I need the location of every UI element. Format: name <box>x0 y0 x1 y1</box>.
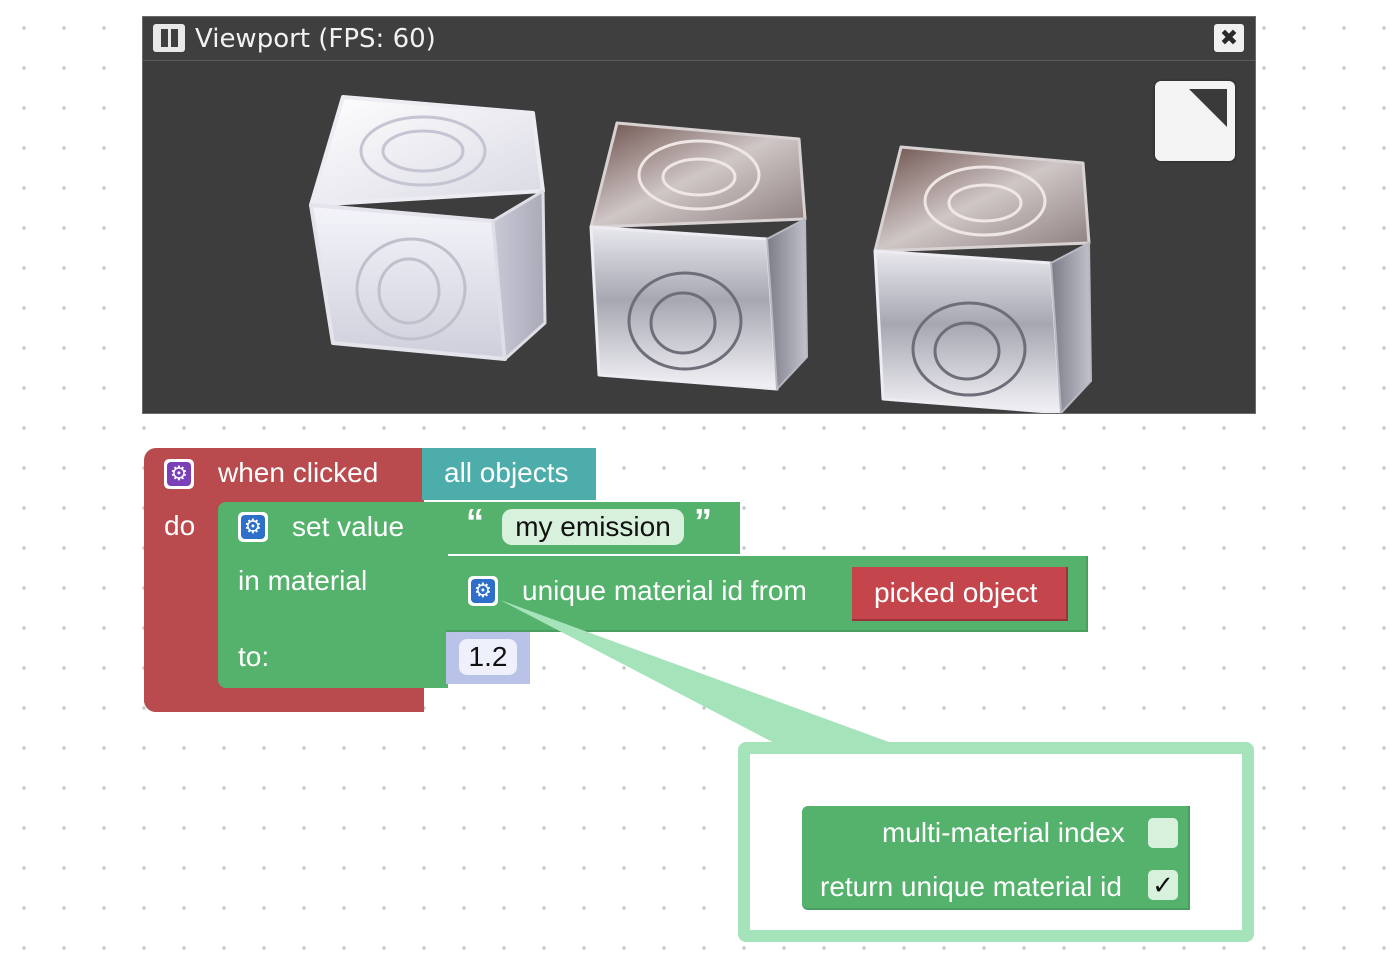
multi-material-index-label: multi-material index <box>882 817 1125 848</box>
quote-open-icon: “ <box>466 501 484 542</box>
fullscreen-button[interactable] <box>1155 81 1235 161</box>
unique-material-label: unique material id from <box>522 575 807 606</box>
pause-icon[interactable] <box>153 24 185 52</box>
when-clicked-label: when clicked <box>218 457 379 488</box>
viewport-window: Viewport (FPS: 60) ✖ <box>142 16 1256 414</box>
picked-object-block[interactable]: picked object <box>852 567 1068 621</box>
set-value-gear-icon[interactable]: ⚙ <box>238 512 268 542</box>
quote-close-icon: ” <box>694 501 712 542</box>
gear-icon: ⚙ <box>241 515 265 539</box>
when-clicked-block-footer <box>144 686 424 712</box>
gear-icon: ⚙ <box>471 579 495 603</box>
mutator-workspace: multi-material index return unique mater… <box>750 754 1242 930</box>
event-gear-icon[interactable]: ⚙ <box>164 459 194 489</box>
3d-scene[interactable] <box>143 61 1255 413</box>
to-label: to: <box>238 641 270 672</box>
property-name-field[interactable]: my emission <box>502 509 684 545</box>
mutator-bubble-tail <box>500 600 900 746</box>
all-objects-block[interactable]: all objects <box>422 448 596 500</box>
cube-chrome-right[interactable] <box>873 145 1092 413</box>
cube-chrome-middle[interactable] <box>589 121 808 391</box>
number-field[interactable]: 1.2 <box>459 639 517 675</box>
in-material-label: in material <box>238 565 368 596</box>
all-objects-label: all objects <box>444 457 569 488</box>
return-unique-material-id-checkbox[interactable]: ✓ <box>1148 870 1178 900</box>
gear-icon: ⚙ <box>167 462 191 486</box>
viewport-titlebar: Viewport (FPS: 60) ✖ <box>143 17 1255 61</box>
do-label: do <box>164 510 196 541</box>
checkmark-icon: ✓ <box>1152 870 1174 900</box>
multi-material-index-checkbox[interactable] <box>1148 818 1178 848</box>
picked-object-label: picked object <box>874 577 1038 608</box>
unique-material-gear-icon[interactable]: ⚙ <box>468 576 498 606</box>
mutator-options-block: multi-material index return unique mater… <box>802 806 1190 910</box>
cube-white[interactable] <box>309 95 547 361</box>
close-icon[interactable]: ✖ <box>1214 24 1244 52</box>
mutator-bubble[interactable]: multi-material index return unique mater… <box>738 742 1254 942</box>
set-value-label: set value <box>292 511 405 542</box>
return-unique-material-id-label: return unique material id <box>820 871 1122 902</box>
viewport-title: Viewport (FPS: 60) <box>195 24 436 54</box>
fullscreen-icon <box>1189 89 1227 127</box>
